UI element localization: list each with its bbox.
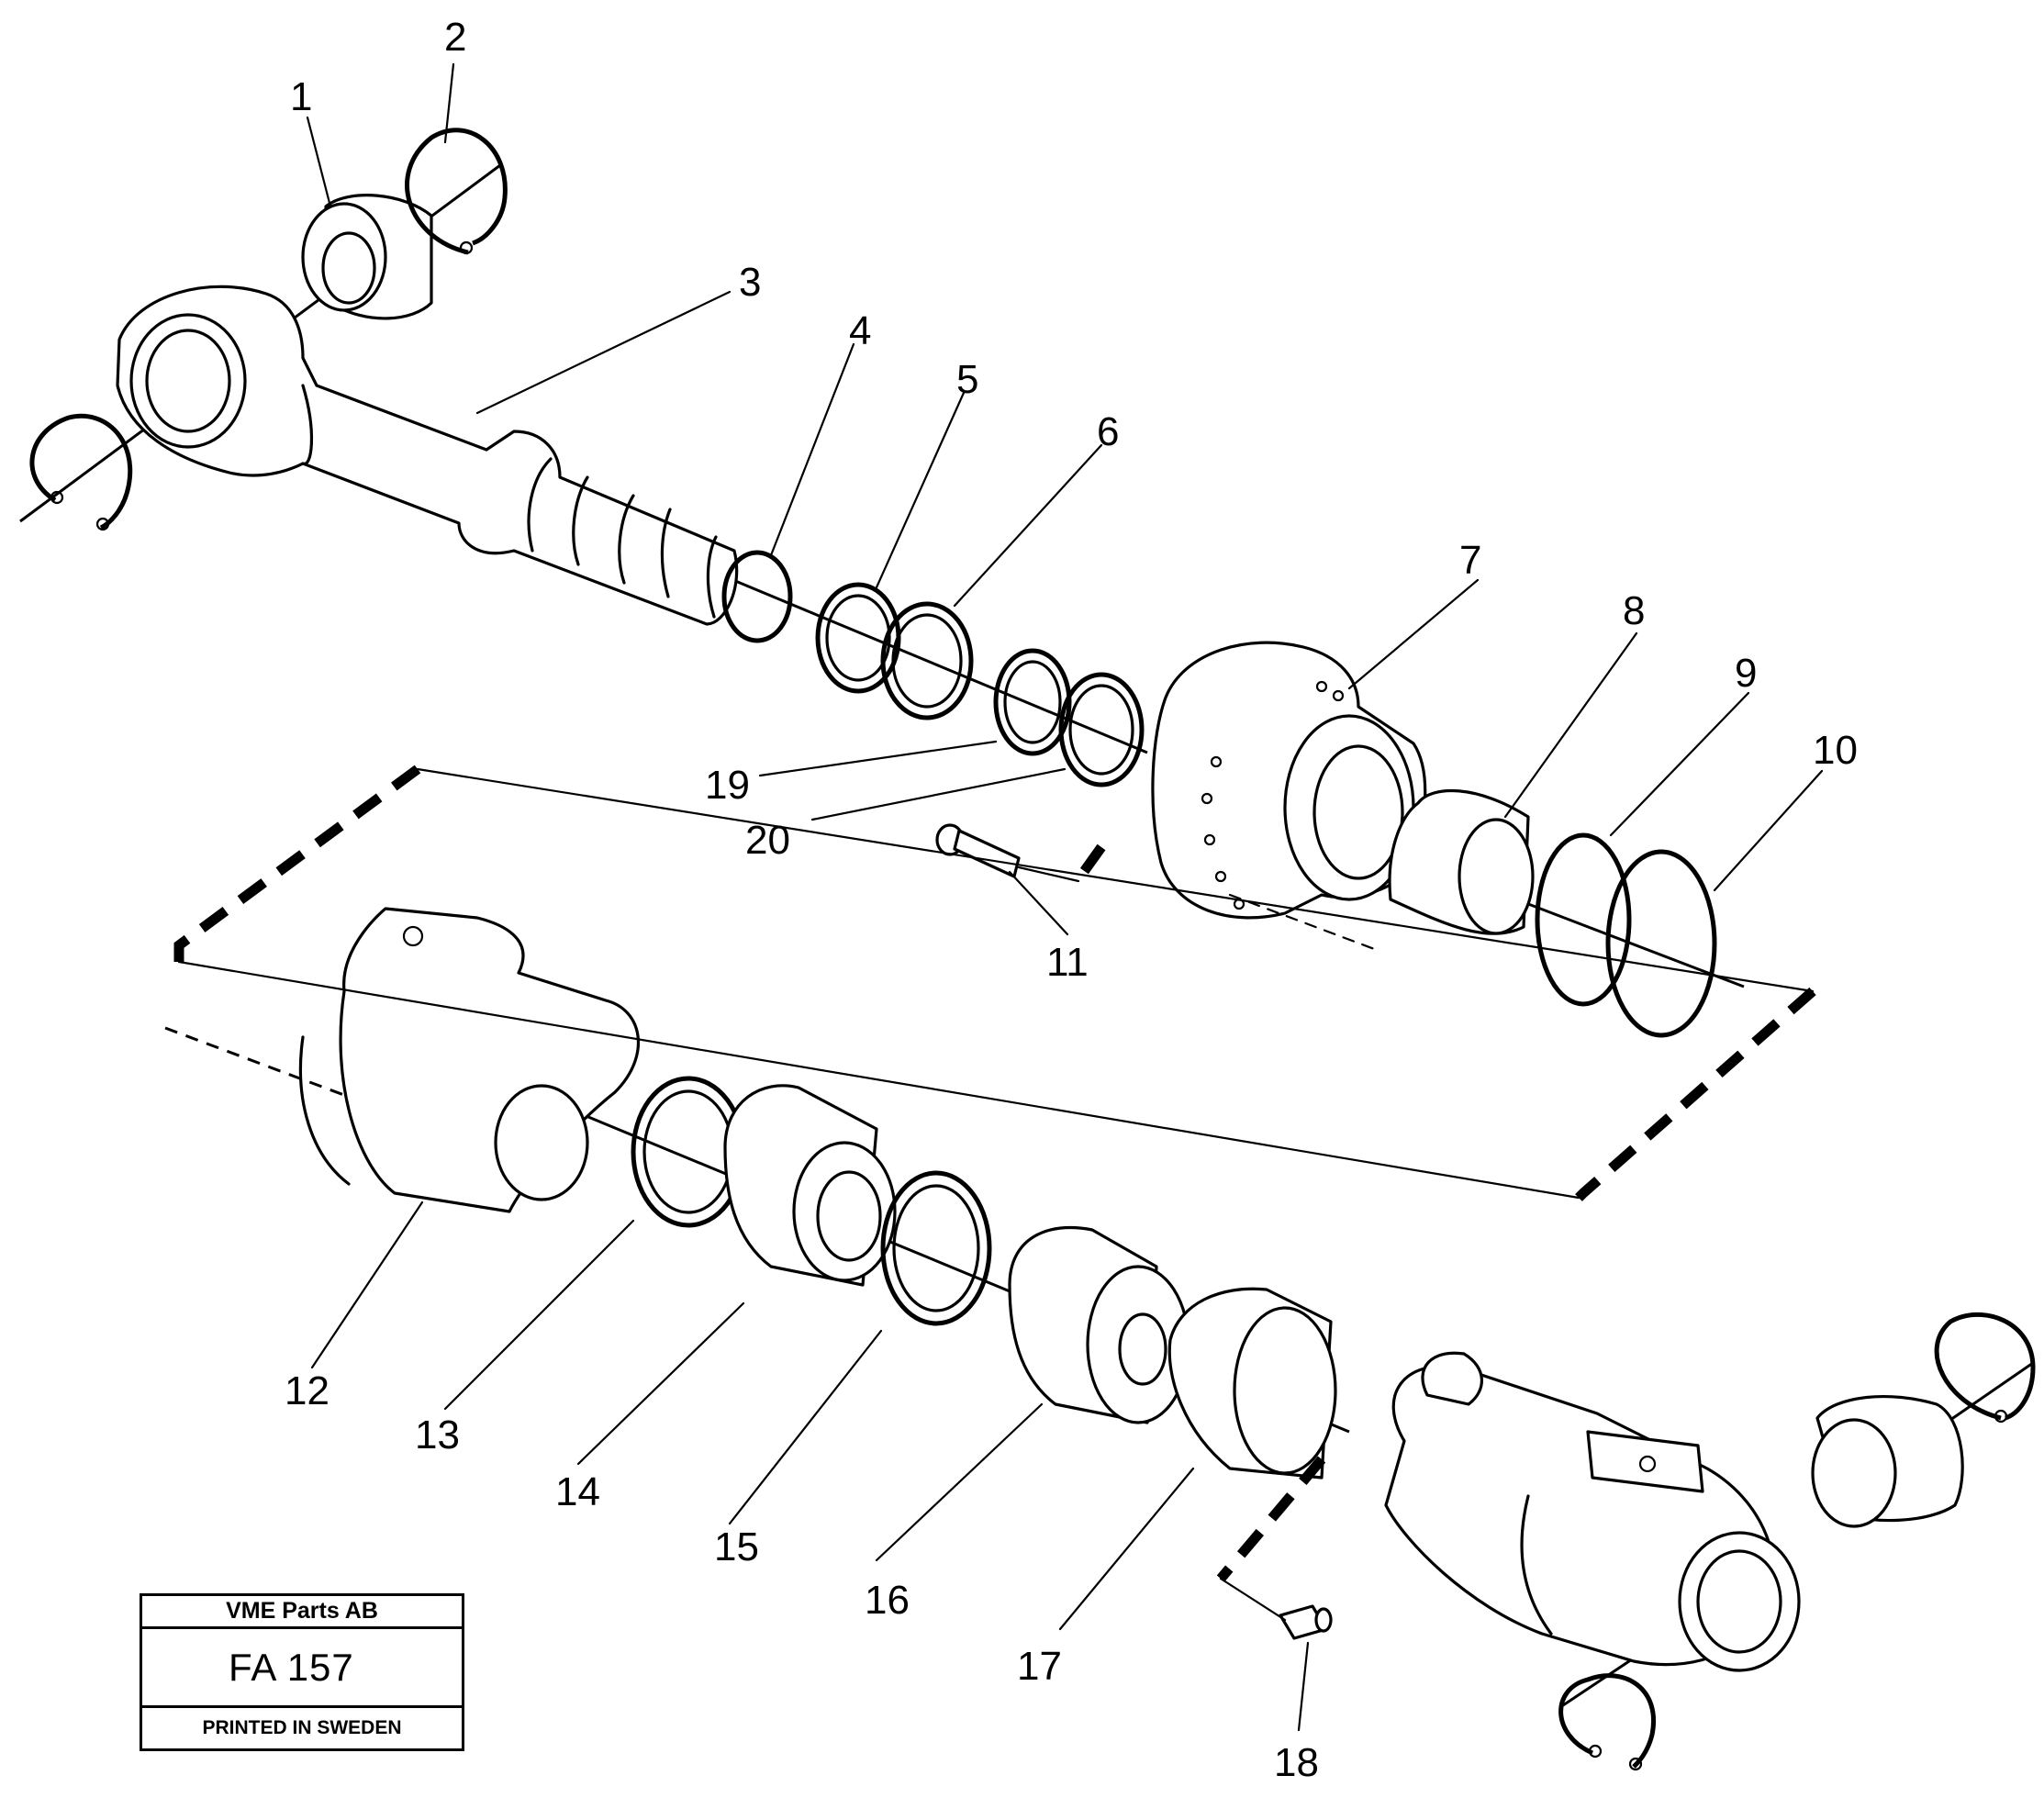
- assembly-boundary: [173, 765, 1816, 1622]
- piston-guide-16: [1008, 1225, 1190, 1424]
- grease-nipple-18: [1279, 1604, 1333, 1640]
- guide-bushing: [1388, 788, 1535, 935]
- callout-4: 4: [849, 308, 871, 353]
- spherical-bushing: [301, 194, 433, 320]
- callout-19: 19: [705, 763, 750, 808]
- callout-16: 16: [865, 1578, 910, 1623]
- callout-18: 18: [1274, 1740, 1319, 1785]
- callout-17: 17: [1017, 1644, 1062, 1689]
- piston: [723, 1084, 897, 1287]
- callout-3: 3: [739, 260, 761, 305]
- callout-1: 1: [290, 74, 312, 119]
- seal-ring-15: [880, 1170, 992, 1326]
- seal-rings-5-6: [815, 582, 974, 720]
- cylinder-head: [1151, 641, 1427, 920]
- callout-12: 12: [285, 1368, 329, 1413]
- callout-8: 8: [1623, 588, 1645, 633]
- circlip-top: [405, 128, 508, 255]
- spherical-bushing-lower: [1811, 1394, 1964, 1528]
- callout-7: 7: [1459, 538, 1481, 583]
- cylinder-end-eye: [1384, 1351, 1801, 1672]
- guide-ring-17: [1167, 1287, 1337, 1480]
- callout-15: 15: [714, 1524, 759, 1569]
- callout-10: 10: [1813, 728, 1858, 773]
- backup-ring-10: [1605, 849, 1717, 1038]
- callout-5: 5: [956, 357, 978, 402]
- cylinder-barrel: [298, 907, 640, 1213]
- callout-11: 11: [1046, 940, 1089, 985]
- circlip-lower-right: [1934, 1312, 2036, 1424]
- upper-assembly: [19, 128, 1745, 1038]
- callout-20: 20: [745, 818, 790, 863]
- piston-rod: [116, 285, 739, 626]
- seal-rings-19-20: [993, 648, 1145, 787]
- company-name: VME Parts AB: [142, 1596, 462, 1629]
- printed-note: PRINTED IN SWEDEN: [202, 1717, 402, 1738]
- callout-2: 2: [444, 15, 466, 60]
- title-block: VME Parts AB FA 157 PRINTED IN SWEDEN: [140, 1593, 464, 1751]
- callout-13: 13: [415, 1413, 460, 1457]
- callout-6: 6: [1097, 409, 1119, 454]
- o-ring-9: [1535, 832, 1632, 1007]
- seal-ring-4: [721, 550, 793, 643]
- bolt-11: [935, 823, 1080, 883]
- callout-9: 9: [1735, 651, 1757, 696]
- drawing-code: FA 157: [142, 1629, 462, 1708]
- callout-labels: 1 2 3 4 5 6 7 8 9 10 11 12 13 14 15 16 1…: [285, 15, 1858, 1785]
- circlip-left: [29, 413, 133, 531]
- circlip-bottom: [1558, 1673, 1656, 1771]
- leader-lines: [306, 62, 1824, 1732]
- lower-assembly: [164, 907, 2036, 1771]
- callout-14: 14: [555, 1469, 600, 1514]
